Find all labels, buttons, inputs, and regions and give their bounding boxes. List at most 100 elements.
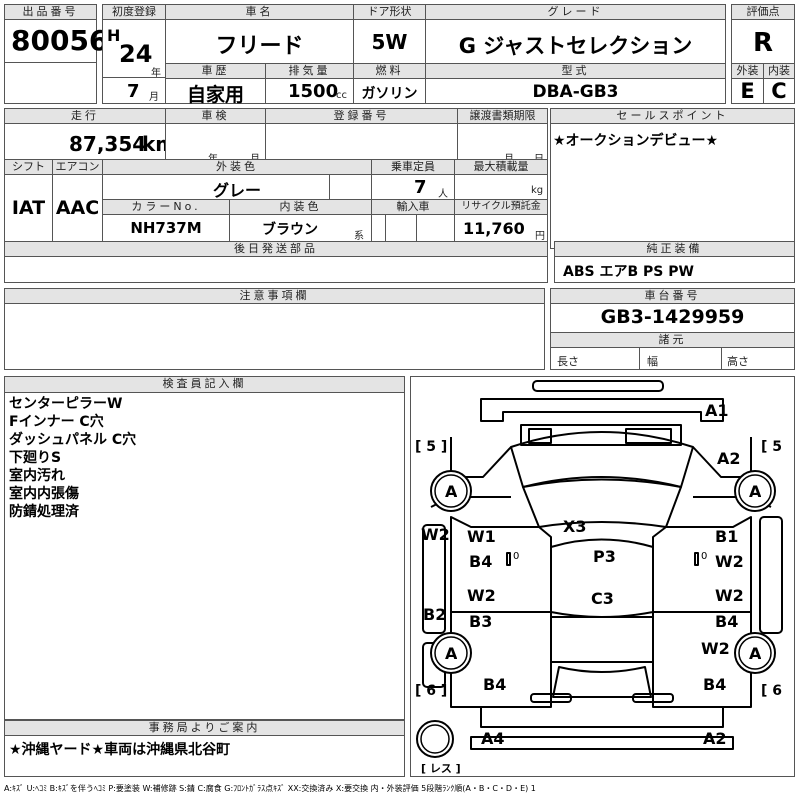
legend-text: A:ｷｽﾞ U:ﾍｺﾐ B:ｷｽﾞを伴うﾍｺﾐ P:要塗装 W:補修跡 S:錆 … [4,784,536,793]
inspector-note: ダッシュパネル C穴 [9,432,137,448]
header-model: 型式 [425,63,726,79]
mark-X3: X3 [563,517,587,536]
lot-no-blank [4,62,97,104]
mark-A-fr: A [749,482,762,501]
ext-color-cell: グレー [102,174,372,200]
mark-A4: A4 [481,729,505,748]
damage-diagram: [ 5 ] [ 5 [ 6 ] [ 6 [ レス ] A1 A2 A A A A… [410,376,795,777]
displacement-unit: cc [336,90,347,101]
recycle-unit: 円 [535,231,545,242]
mark-B4-left-front-door: B4 [469,552,493,571]
inspector-note: 室内汚れ [9,468,65,484]
mark-W2-left-fender: W2 [421,525,450,544]
header-shift: シフト [4,159,53,175]
header-score: 評価点 [731,4,795,20]
score-value: R [752,28,774,58]
inspector-note: Fインナー C穴 [9,414,104,430]
grade-value: G ジャストセレクション [458,34,693,58]
spec-height-label: 高さ [727,355,749,368]
mark-B3: B3 [469,612,493,631]
header-door: ドア形状 [353,4,426,20]
ac-cell: AAC [52,174,103,242]
equipment-value: ABS エアB PS PW [563,264,694,280]
capacity-unit: 人 [438,189,448,200]
header-transfer: 譲渡書類期限 [457,108,548,124]
interior-grade-value: C [771,79,787,103]
header-equipment: 純正装備 [554,241,795,257]
car-body-diagram [416,380,783,758]
header-color-no: カラーNo. [102,199,230,215]
header-int-color: 内装色 [229,199,372,215]
mark-B1: B1 [715,527,739,546]
spare-tire [416,720,454,758]
history-cell: 自家用 [165,78,266,106]
exterior-grade-value: E [740,79,755,103]
front-right-tag: [ 5 [761,439,783,455]
equipment-cell: ABS エアB PS PW [554,256,795,283]
sales-point-value: ★オークションデビュー★ [553,133,719,149]
header-inspector: 検査員記入欄 [4,376,405,393]
inspector-note: 室内内張傷 [9,486,79,502]
inspection-cell: 年 月 [165,123,266,166]
int-color-value: ブラウン [262,222,318,238]
mark-B2: B2 [423,605,447,624]
wheel-rr [734,632,776,674]
max-load-cell: kg [454,174,548,200]
mark-W2-left-rear-door: W2 [467,586,496,605]
month-unit: 月 [149,92,159,103]
year-unit: 年 [151,68,161,79]
inspector-notes-list: センターピラーW Fインナー C穴 ダッシュパネル C穴 下廻りS 室内汚れ 室… [9,395,136,521]
header-ext-color: 外装色 [102,159,372,175]
wheel-rl [430,632,472,674]
top-info-block: 出品番号 80056 初度登録 H 24 年 7 月 車名 フリード ドア形状 … [4,4,795,106]
first-reg-cell: H 24 年 7 月 [102,19,166,104]
wheel-fl [430,470,472,512]
front-left-tag: [ 5 ] [415,439,448,455]
rear-right-tag: [ 6 [761,683,783,699]
int-color-cell: ブラウン 系 [229,214,372,242]
header-recycle: リサイクル預託金 [454,199,548,215]
color-no-value: NH737M [130,219,202,237]
mark-B4-right-rear-door: B4 [715,612,739,631]
specs-cell: 長さ 幅 高さ [550,347,795,370]
mark-P3: P3 [593,547,616,566]
header-import: 輸入車 [371,199,455,215]
mileage-cell: 87,354 km [4,123,176,166]
header-mileage: 走行 [4,108,166,124]
header-chassis-no: 車台番号 [550,288,795,304]
capacity-cell: 7 人 [371,174,455,200]
mark-A-rr: A [749,644,762,663]
middle-info-block: 走行 87,354 km 車検 年 月 登録番号 譲渡書類期限 月 日 セールス… [4,108,795,283]
capacity-value: 7 [414,177,427,198]
ext-color-value: グレー [212,181,261,200]
header-sales-point: セールスポイント [550,108,795,124]
month-value: 7 [127,81,140,102]
model-cell: DBA-GB3 [425,78,726,104]
header-fuel: 燃料 [353,63,426,79]
chassis-no-value: GB3-1429959 [600,306,745,328]
grade-cell: G ジャストセレクション [425,19,726,64]
mark-W1: W1 [467,527,496,546]
mark-zero-right: 0 [701,551,708,562]
fuel-value: ガソリン [361,86,418,102]
year-value: 24 [119,40,153,68]
recycle-cell: 11,760 円 [454,214,548,242]
mileage-value: 87,354 [69,132,147,156]
mark-A2-rear: A2 [703,729,727,748]
header-car-name: 車名 [165,4,354,20]
shift-cell: IAT [4,174,53,242]
mark-A2-front: A2 [717,449,741,468]
header-grade: グレード [425,4,726,20]
mark-W2-right-rear-door: W2 [715,586,744,605]
color-no-cell: NH737M [102,214,230,242]
mark-B4-left-rear: B4 [483,675,507,694]
model-value: DBA-GB3 [532,82,619,102]
spec-width-label: 幅 [647,355,658,368]
spec-length-label: 長さ [557,355,579,368]
inspector-note: センターピラーW [9,396,123,412]
header-first-reg: 初度登録 [102,4,166,20]
caution-cell [4,303,545,370]
header-inspection: 車検 [165,108,266,124]
mark-C3: C3 [591,589,614,608]
wheel-fr [734,470,776,512]
